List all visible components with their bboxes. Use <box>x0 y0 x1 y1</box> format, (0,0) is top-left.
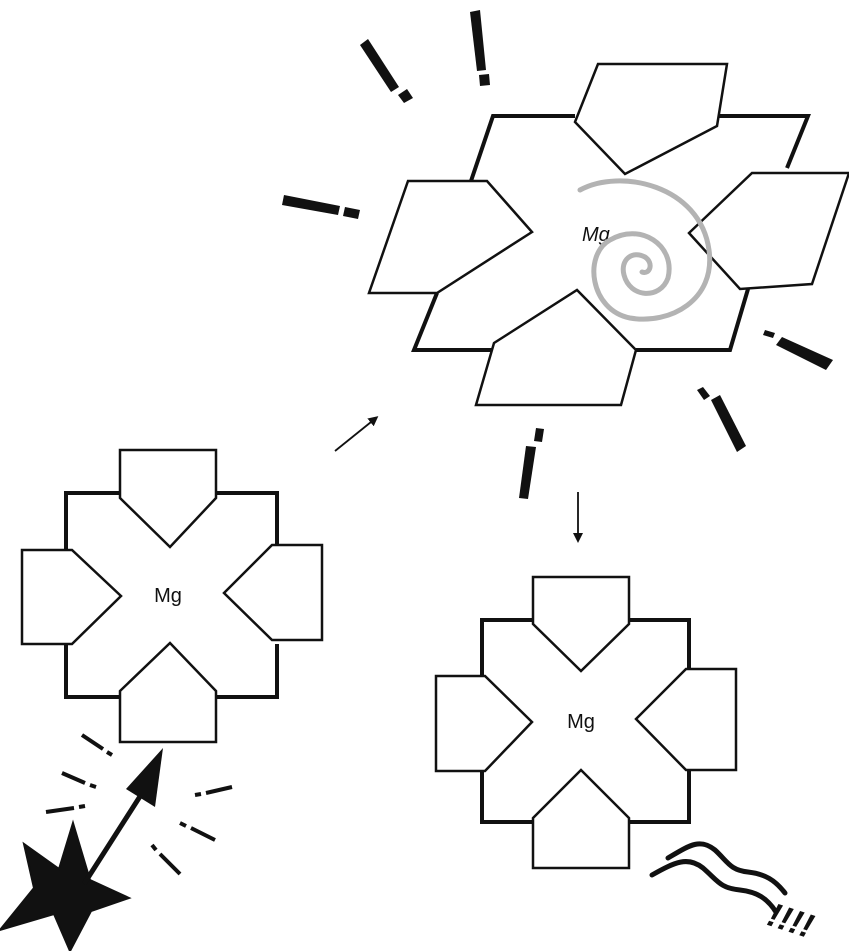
molecule-left: Mg <box>22 450 322 742</box>
molecule-left-right-unit <box>224 545 322 640</box>
molecule-left-label: Mg <box>154 585 182 607</box>
molecule-excited-right-unit <box>689 173 849 289</box>
molecule-left-bottom-unit <box>120 643 216 742</box>
molecule-excited-left-unit <box>369 181 532 293</box>
spiral-icon <box>580 181 710 319</box>
molecule-bottom-right-right-unit <box>636 669 736 770</box>
wavy-lines-icon-2 <box>652 862 776 912</box>
emission: !!!! <box>652 844 818 946</box>
photon-impact <box>0 735 232 951</box>
impact-arrow-shaft <box>84 787 146 884</box>
molecule-bottom-right-bottom-unit <box>533 770 629 868</box>
impact-arrowhead <box>126 748 163 807</box>
arrow-to-excited-icon <box>335 418 376 451</box>
molecule-bottom-right-top-unit <box>533 577 629 671</box>
molecule-left-top-unit <box>120 450 216 547</box>
molecule-excited-top-unit <box>575 64 727 174</box>
molecule-left-left-unit <box>22 550 121 644</box>
molecule-bottom-right: Mg <box>436 577 736 868</box>
molecule-bottom-right-label: Mg <box>567 711 595 733</box>
molecule-bottom-right-left-unit <box>436 676 532 771</box>
